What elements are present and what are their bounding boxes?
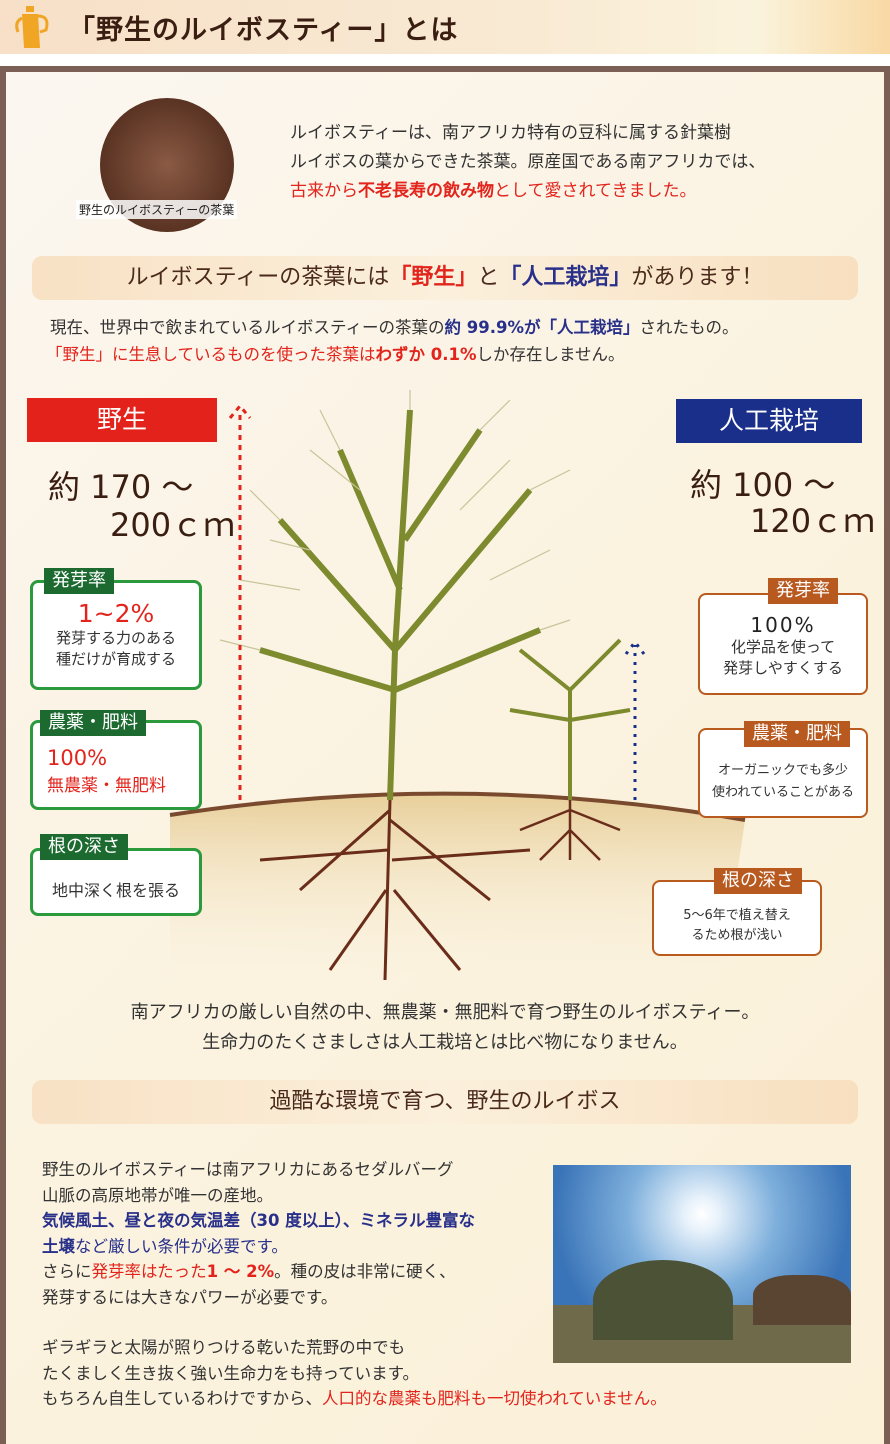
text: 山脈の高原地帯が唯一の産地。 (42, 1185, 273, 1205)
text: 人口的な農薬も肥料も一切使われていません。 (322, 1389, 667, 1408)
wilderness-photo (553, 1165, 851, 1363)
text-line: 土壌など厳しい条件が必要です。 (42, 1234, 667, 1260)
text: 発芽するには大きなパワーが必要です。 (42, 1287, 338, 1307)
tag-root-depth: 根の深さ (714, 868, 802, 894)
ground (170, 793, 745, 990)
text: 化学品を使って (730, 638, 836, 656)
text: もちろん自生しているわけですから、 (42, 1389, 323, 1408)
cultivated-height-line1: 約 100 ～ (690, 466, 836, 504)
text: 発芽率はたった (91, 1262, 207, 1281)
text: 発芽しやすくする (723, 659, 843, 677)
tag-germination: 発芽率 (44, 568, 114, 594)
value: 100% (750, 613, 816, 637)
section-heading-environment: 過酷な環境で育つ、野生のルイボス (32, 1080, 858, 1124)
environment-text: 野生のルイボスティーは南アフリカにあるセダルバーグ 山脈の高原地帯が唯一の産地。… (42, 1157, 667, 1412)
wild-height-line2: 200ｃｍ (110, 506, 236, 544)
cultivated-tree (509, 638, 631, 800)
text: 。種の皮は非常に硬く、 (274, 1262, 456, 1281)
section-heading-types: ルイボスティーの茶葉には「野生」と「人工栽培」があります！ (32, 256, 858, 300)
text: 使われていることがある (712, 785, 854, 800)
text: わずか 0.1% (375, 345, 477, 364)
text: 不老長寿の飲み物 (358, 181, 494, 201)
stats-line: 現在、世界中で飲まれているルイボスティーの茶葉の約 99.9%が「人工栽培」され… (50, 314, 739, 341)
text: など厳しい条件が必要です。 (75, 1236, 288, 1256)
text: 種だけが育成する (55, 650, 176, 668)
wild-height-arrow (228, 403, 252, 800)
text: 1 ～ 2% (206, 1262, 275, 1281)
text: 現在、世界中で飲まれているルイボスティーの茶葉の (50, 318, 445, 337)
text: と (477, 265, 500, 290)
tag-root-depth: 根の深さ (40, 834, 128, 860)
cultivated-roots (519, 800, 621, 861)
image-caption: 野生のルイボスティーの茶葉 (76, 200, 238, 219)
summary-line: 南アフリカの厳しい自然の中、無農薬・無肥料で育つ野生のルイボスティー。 (130, 1002, 760, 1023)
stats-text: 現在、世界中で飲まれているルイボスティーの茶葉の約 99.9%が「人工栽培」され… (46, 314, 739, 368)
text: 発芽する力のある (55, 629, 176, 647)
text: 気候風土、昼と夜の気温差（30 度以上）、ミネラル豊富な (42, 1211, 475, 1230)
text-line: さらに発芽率はたった1 ～ 2%。種の皮は非常に硬く、 (42, 1259, 667, 1285)
text: ギラギラと太陽が照りつける乾いた荒野の中でも (42, 1338, 406, 1357)
cultivated-height-arrow (624, 639, 646, 800)
text-line: もちろん自生しているわけですから、人口的な農薬も肥料も一切使われていません。 (42, 1386, 667, 1412)
wild-height-line1: 約 170 ～ (48, 468, 194, 506)
text: されたもの。 (639, 318, 739, 337)
text: 地中深く根を張る (51, 881, 180, 900)
cultivated-germination-box: 100% 化学品を使って 発芽しやすくする (698, 593, 868, 695)
text: 野生のルイボスティーは南アフリカにあるセダルバーグ (42, 1160, 454, 1179)
text: さらに (42, 1262, 92, 1281)
text: 土壌 (42, 1236, 75, 1256)
text: として愛されてきました。 (494, 181, 697, 201)
text: 「人工栽培」 (499, 265, 632, 290)
tag-germination: 発芽率 (768, 578, 838, 604)
text: しか存在しません。 (476, 345, 625, 364)
stats-line: 「野生」に生息しているものを使った茶葉はわずか 0.1%しか存在しません。 (46, 341, 739, 368)
intro-text: ルイボスティーは、南アフリカ特有の豆科に属する針葉樹 ルイボスの葉からできた茶葉… (290, 119, 765, 206)
wild-germination-box: 1~2% 発芽する力のある 種だけが育成する (30, 580, 202, 690)
text: 「野生」に生息しているものを使った茶葉は (46, 345, 376, 364)
wild-roots (259, 799, 531, 981)
text: があります！ (631, 265, 764, 290)
text: オーガニックでも多少 (717, 763, 848, 778)
intro-line: ルイボスティーは、南アフリカ特有の豆科に属する針葉樹 (290, 123, 731, 143)
header-bar: 「野生のルイボスティー」とは (0, 0, 890, 54)
intro-line: ルイボスの葉からできた茶葉。原産国である南アフリカでは、 (290, 152, 766, 172)
cultivated-height-line2: 120ｃｍ (750, 502, 876, 540)
value: 100% (47, 746, 108, 770)
text: 無農薬・無肥料 (47, 776, 166, 796)
tag-pesticide: 農薬・肥料 (40, 710, 146, 736)
intro-line: 古来から不老長寿の飲み物として愛されてきました。 (290, 177, 765, 206)
teapot-icon (15, 6, 49, 48)
tree-comparison-illustration (169, 390, 746, 990)
value: 1~2% (77, 599, 155, 628)
cultivated-label: 人工栽培 (676, 399, 862, 443)
text: 約 99.9%が「人工栽培」 (444, 318, 640, 337)
text: ルイボスティーの茶葉には (126, 265, 390, 290)
text: 5～6年で植え替え (683, 908, 791, 923)
wild-tree (219, 390, 571, 801)
summary-line: 生命力のたくさましさは人工栽培とは比べ物になりません。 (202, 1032, 688, 1053)
text: るため根が浅い (691, 928, 783, 943)
text: 古来から (290, 181, 358, 201)
wild-label: 野生 (27, 398, 217, 442)
page-title: 「野生のルイボスティー」とは (68, 15, 459, 46)
tag-pesticide: 農薬・肥料 (744, 721, 850, 747)
text: たくましく生き抜く強い生命力をも持っています。 (42, 1363, 420, 1383)
summary-text: 南アフリカの厳しい自然の中、無農薬・無肥料で育つ野生のルイボスティー。 生命力の… (0, 998, 890, 1058)
text: 「野生」 (389, 265, 478, 290)
